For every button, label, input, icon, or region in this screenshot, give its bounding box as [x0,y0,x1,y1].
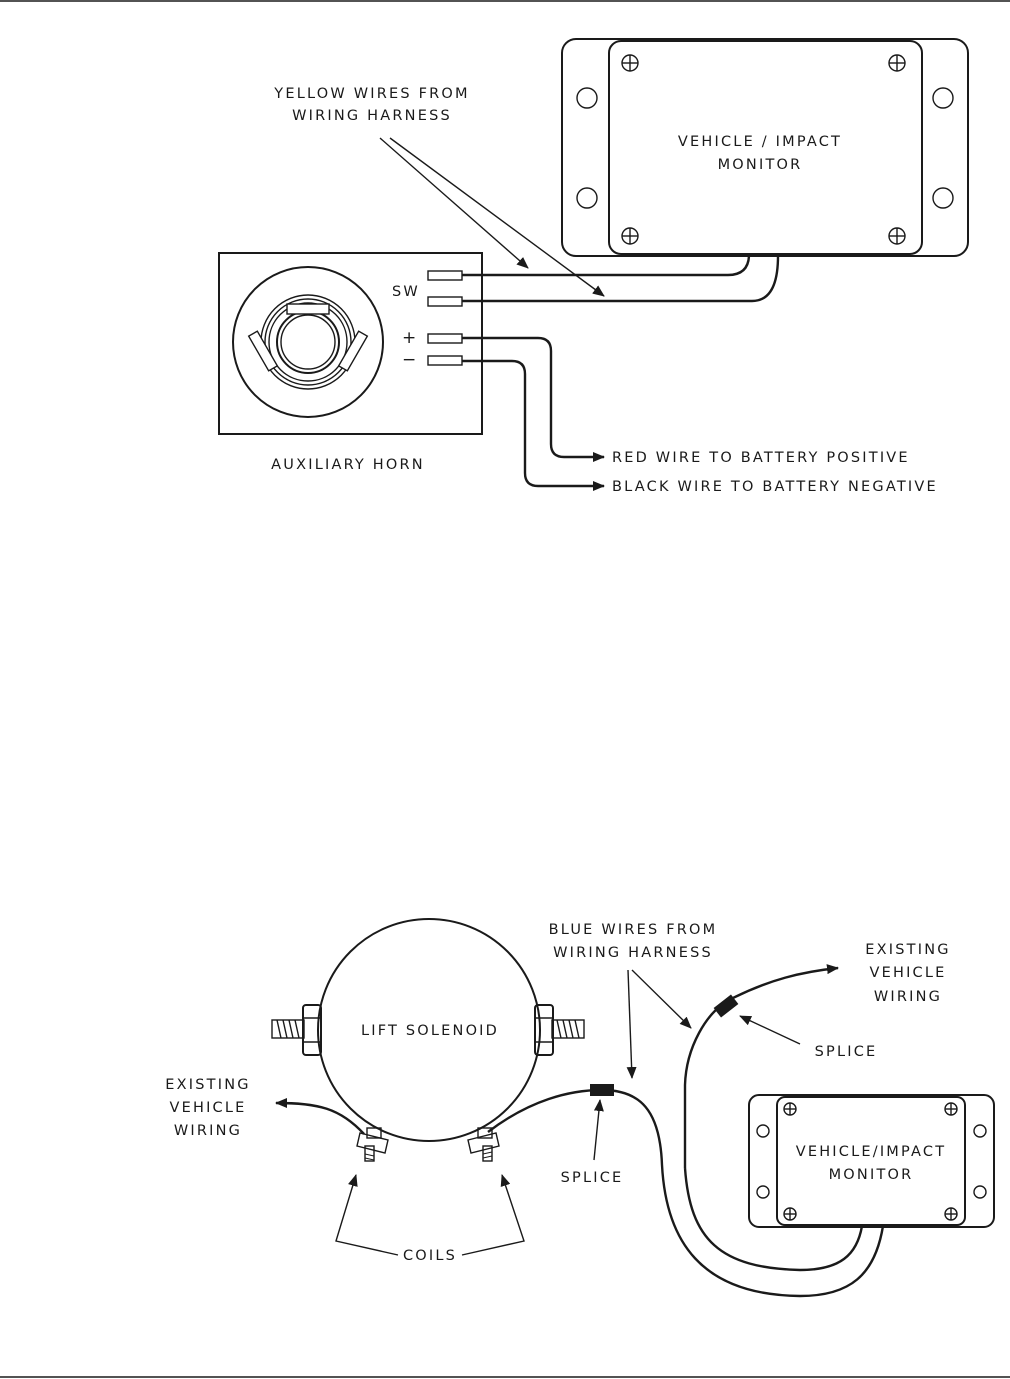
screw-icon [889,55,905,71]
coils-pointer-left [336,1175,398,1255]
screw-icon [622,55,638,71]
negative-terminal [428,356,462,365]
existing-wiring-left-line1: EXISTING [165,1077,250,1093]
vehicle-impact-monitor-top: VEHICLE / IMPACT MONITOR [562,39,968,256]
black-wire [462,361,604,486]
existing-wiring-right-line1: EXISTING [865,942,950,958]
screw-icon [784,1103,796,1115]
blue-wires-note-line2: WIRING HARNESS [553,945,713,961]
existing-wiring-left-line2: VEHICLE [169,1100,246,1116]
red-wire [462,338,604,457]
black-wire-label: BLACK WIRE TO BATTERY NEGATIVE [612,479,938,495]
wire-to-existing-right [685,968,838,1168]
yellow-wire-1 [462,256,749,275]
yellow-wires-note-line2: WIRING HARNESS [292,108,452,124]
splice-left-label: SPLICE [561,1170,624,1186]
blue-wire-inner [685,1168,862,1270]
plus-label: + [402,328,418,348]
blue-wires-note-line1: BLUE WIRES FROM [549,922,718,938]
splice-left-pointer [594,1100,600,1160]
monitor-bottom-label-line1: VEHICLE/IMPACT [796,1144,947,1160]
yellow-wire-2 [462,256,778,301]
minus-label: − [402,350,418,370]
blue-wire-pointer-2 [628,970,632,1078]
splice-left [590,1084,614,1096]
screw-icon [945,1208,957,1220]
auxiliary-horn: SW + − [219,253,482,434]
red-wire-label: RED WIRE TO BATTERY POSITIVE [612,450,910,466]
blue-wire-pointer-1 [632,970,691,1028]
auxiliary-horn-label: AUXILIARY HORN [271,457,425,473]
sw-terminal-1 [428,271,462,280]
monitor-bottom-label-line2: MONITOR [829,1167,914,1183]
coils-pointer-right [462,1175,524,1255]
sw-terminal-2 [428,297,462,306]
positive-terminal [428,334,462,343]
splice-right-label: SPLICE [815,1044,878,1060]
lift-solenoid-label: LIFT SOLENOID [361,1023,499,1039]
monitor-label-line1: VEHICLE / IMPACT [678,134,842,150]
vehicle-impact-monitor-bottom: VEHICLE/IMPACT MONITOR [749,1095,994,1227]
screw-icon [784,1208,796,1220]
existing-wiring-right-line3: WIRING [874,989,942,1005]
splice-right-pointer [740,1016,800,1044]
solenoid-stud-right [535,1005,584,1055]
coils-label: COILS [403,1248,457,1264]
yellow-wires-note-line1: YELLOW WIRES FROM [273,86,469,102]
existing-wiring-right-line2: VEHICLE [869,965,946,981]
screw-icon [622,228,638,244]
solenoid-stud-left [272,1005,321,1055]
sw-label: SW [392,284,420,300]
existing-wiring-left-line3: WIRING [174,1123,242,1139]
lift-solenoid-wiring-diagram: LIFT SOLENOID [165,919,994,1296]
horn-wiring-diagram: VEHICLE / IMPACT MONITOR YELLOW WIRES FR… [219,39,968,495]
screw-icon [889,228,905,244]
monitor-label-line2: MONITOR [718,157,803,173]
yellow-wire-pointer-2 [390,138,604,296]
screw-icon [945,1103,957,1115]
yellow-wire-pointer-1 [380,138,528,268]
